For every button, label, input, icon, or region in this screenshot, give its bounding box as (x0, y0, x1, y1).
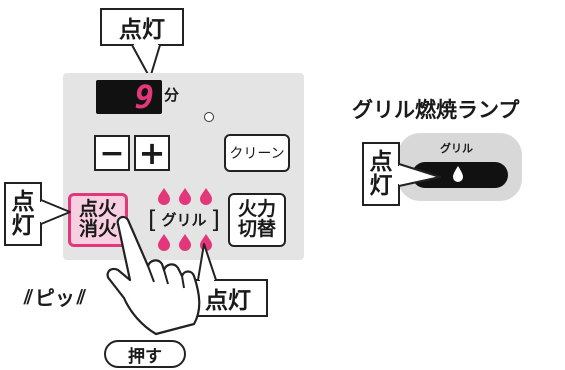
heat-label-top: 火力 (237, 198, 276, 221)
plus-label: + (138, 134, 166, 172)
clean-button[interactable]: クリーン (224, 134, 290, 172)
minus-button[interactable]: − (94, 135, 130, 171)
lamp-callout-bottom: 灯 (369, 173, 393, 199)
sound-lines-right-icon: ⫽ (76, 284, 86, 309)
ignite-label-top: 点火 (78, 198, 117, 221)
sound-lines-left-icon: ⫽ (24, 284, 33, 309)
push-label: 押す (104, 340, 186, 368)
lit-callout-left-bottom: 灯 (11, 213, 35, 239)
timer-unit: 分 (164, 86, 180, 104)
lit-callout-bottom-text: 点灯 (205, 288, 251, 314)
grill-label: グリル (161, 210, 207, 229)
grill-lamp-label: グリル (440, 142, 473, 155)
beep-text: ピッ (34, 286, 75, 310)
lamp-callout-top: 点 (369, 148, 393, 175)
lit-callout-top-text: 点灯 (119, 17, 165, 43)
grill-button[interactable]: [ グリル ] (148, 204, 220, 234)
lamp-lit-callout: 点 灯 (362, 142, 400, 206)
beep-sound: ⫽ ピッ ⫽ (24, 282, 86, 311)
lit-callout-bottom: 点灯 (188, 279, 268, 317)
lamp-section-title: グリル燃焼ランプ (352, 98, 520, 122)
flame-icon (453, 166, 463, 182)
drop-icon (179, 188, 191, 205)
heat-label-bottom: 切替 (237, 218, 276, 240)
drop-icon (158, 188, 170, 205)
lit-callout-left: 点 灯 (4, 182, 42, 246)
drop-icon (158, 234, 170, 251)
timer-digit: 9 (134, 78, 154, 116)
lit-callout-top: 点灯 (100, 8, 184, 46)
drop-icon (200, 188, 212, 205)
pressing-hand-icon (106, 215, 201, 336)
timer-display: 9 (96, 78, 162, 116)
drop-icon (179, 234, 191, 251)
ignite-label-bottom: 消火 (78, 218, 117, 240)
plus-button[interactable]: + (134, 134, 170, 172)
push-label-text: 押す (128, 346, 162, 367)
heat-switch-button[interactable]: 火力 切替 (228, 193, 286, 247)
grill-bracket-right: ] (210, 206, 220, 234)
clean-label: クリーン (229, 146, 285, 162)
indicator-light (204, 112, 214, 122)
minus-label: − (99, 135, 125, 171)
lit-callout-left-top: 点 (11, 188, 35, 215)
grill-bracket-left: [ (148, 206, 158, 234)
